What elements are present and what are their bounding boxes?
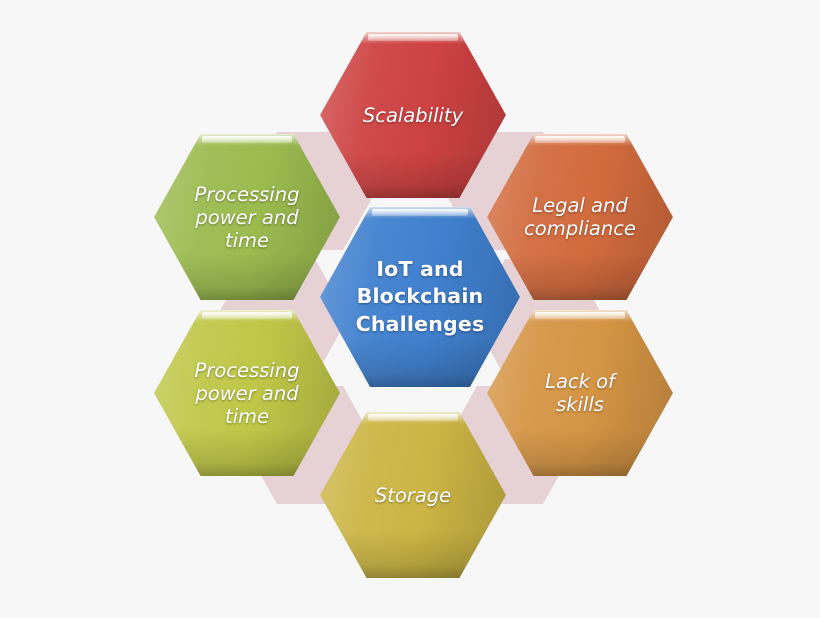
- hex-bevel-center: [320, 207, 520, 387]
- hex-label-legal-and-compliance: Legal and compliance: [524, 194, 636, 240]
- hex-node-scalability[interactable]: Scalability: [320, 32, 506, 198]
- hex-label-storage: Storage: [374, 483, 452, 507]
- hex-bevel-scalability: [320, 32, 506, 198]
- hex-label-processing-power-and-time-lower: Processing power and time: [194, 358, 300, 428]
- hex-label-processing-power-and-time-upper: Processing power and time: [194, 182, 300, 252]
- hex-label-center: IoT and Blockchain Challenges: [355, 257, 485, 336]
- hex-node-center[interactable]: IoT and Blockchain Challenges: [320, 207, 520, 387]
- hex-label-lack-of-skills: Lack of skills: [545, 370, 615, 416]
- hex-label-scalability: Scalability: [362, 103, 464, 127]
